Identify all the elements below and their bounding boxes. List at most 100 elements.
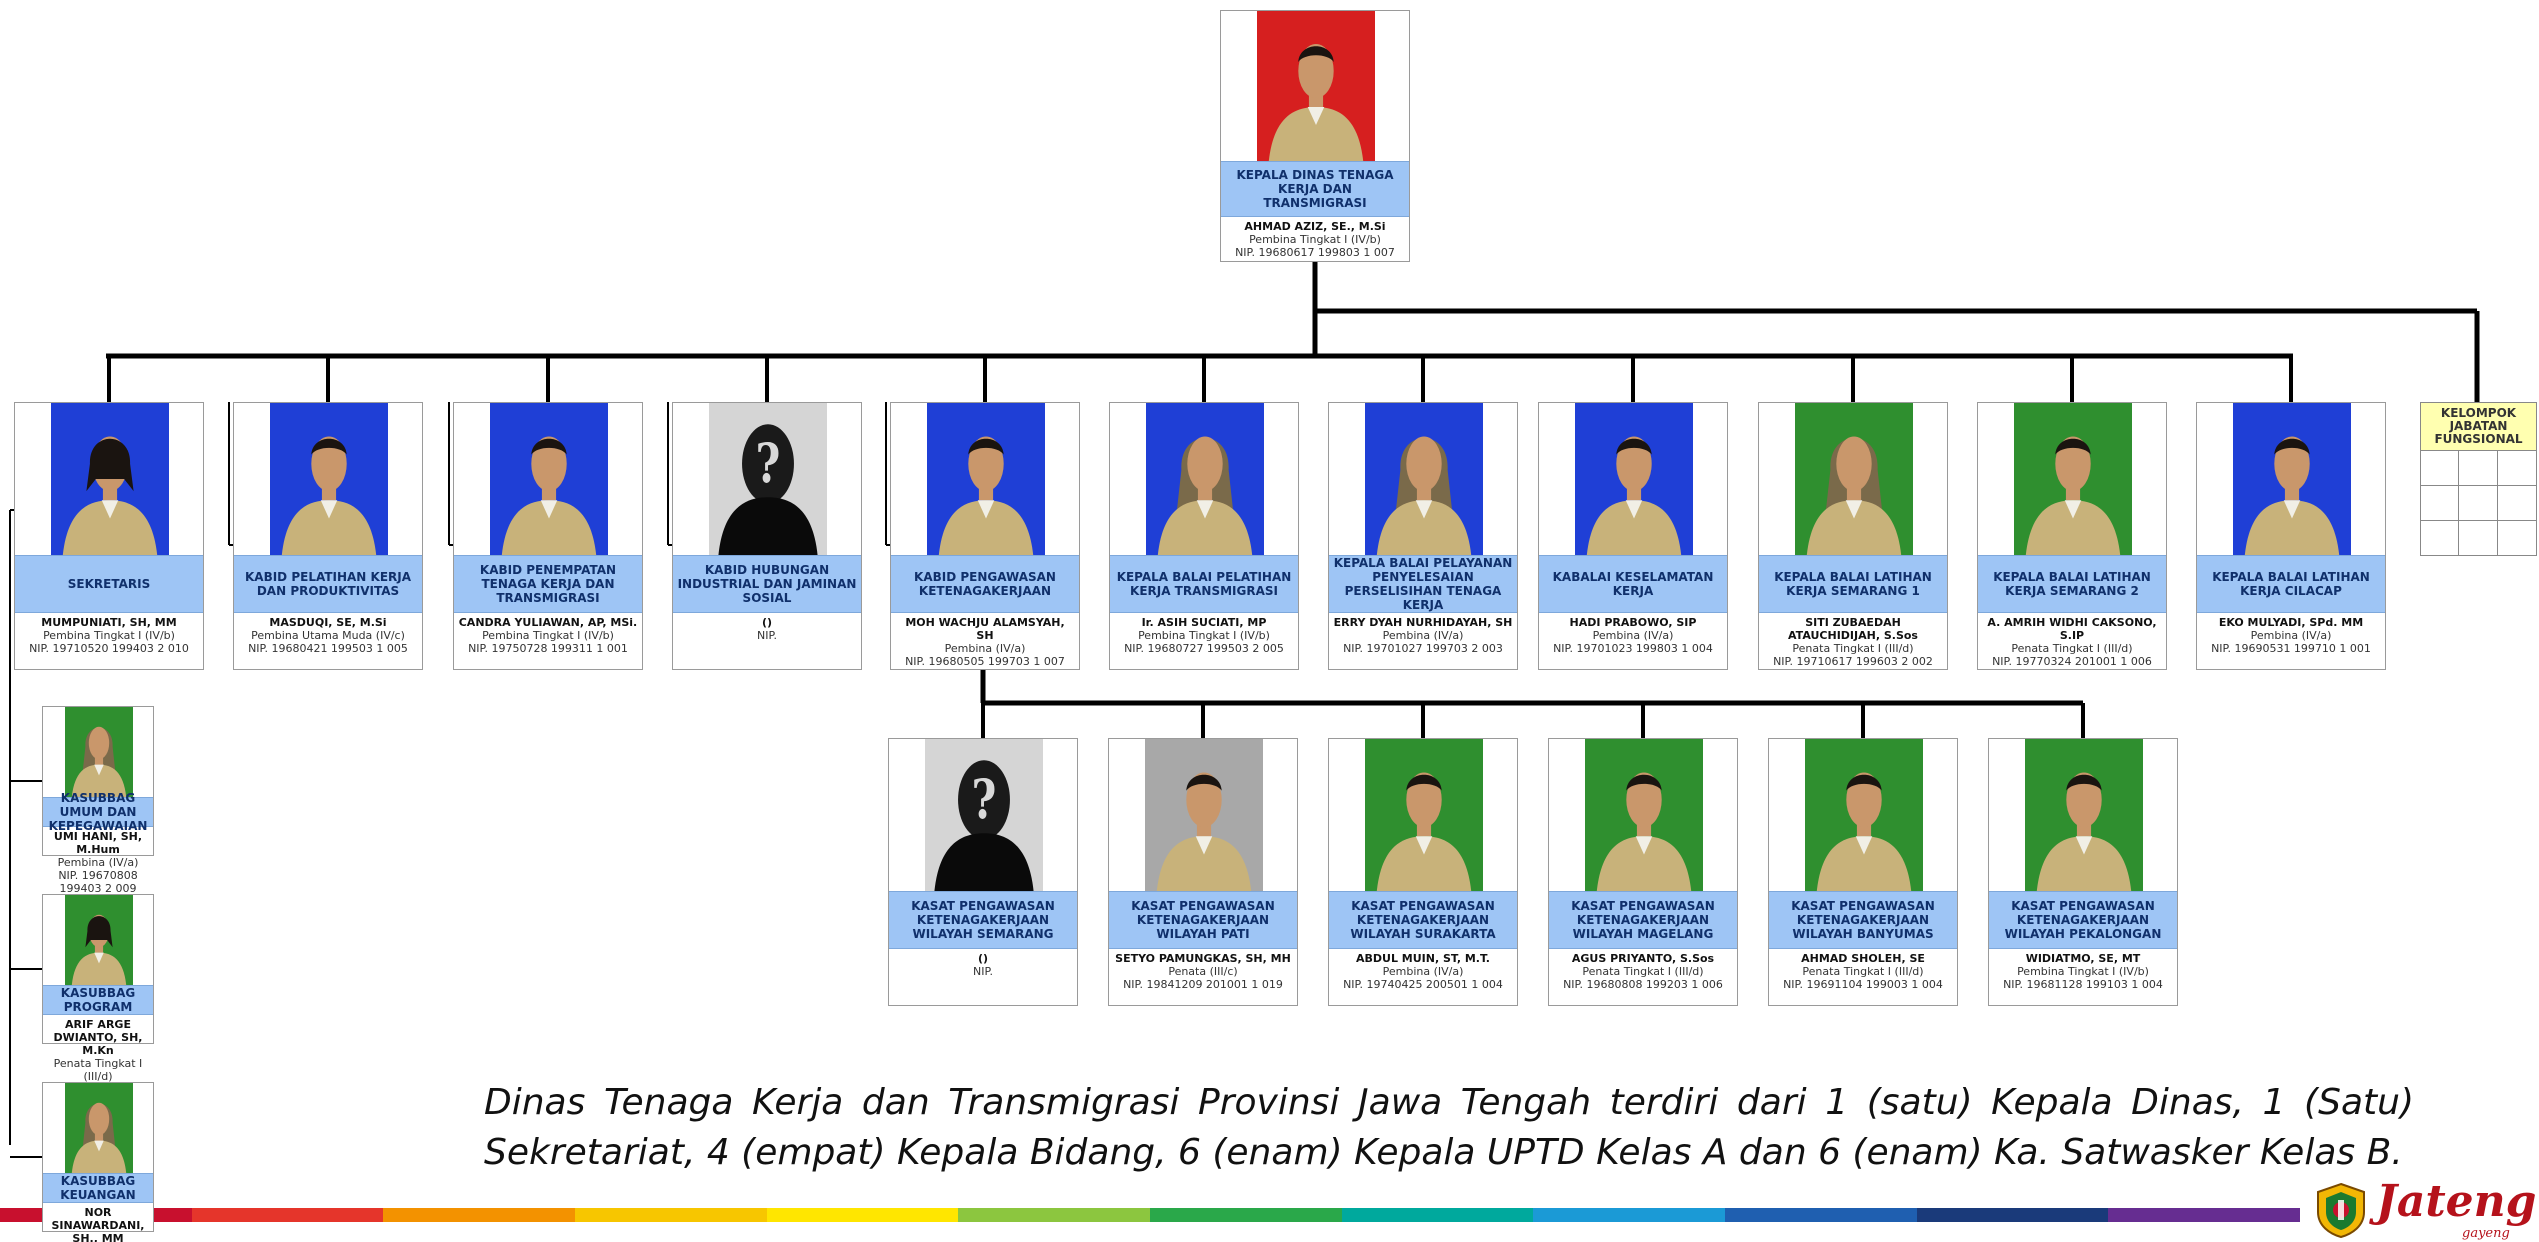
portrait-photo: [65, 895, 133, 985]
stripe-segment: [958, 1208, 1151, 1222]
position-title: KEPALA BALAI PELATIHAN KERJA TRANSMIGRAS…: [1110, 555, 1298, 613]
official-name: SITI ZUBAEDAH ATAUCHIDIJAH, S.Sos: [1788, 616, 1918, 642]
card-row2-3: KASAT PENGAWASAN KETENAGAKERJAAN WILAYAH…: [1328, 738, 1518, 1006]
fungsional-grid: [2421, 451, 2536, 556]
official-name: MOH WACHJU ALAMSYAH, SH: [905, 616, 1065, 642]
official-nip: NIP. 19740425 200501 1 004: [1343, 978, 1503, 991]
card-kepala-dinas: KEPALA DINAS TENAGA KERJA DAN TRANSMIGRA…: [1220, 10, 1410, 262]
position-title: KASUBBAG PROGRAM: [43, 985, 153, 1015]
official-nip: NIP. 19680727 199503 2 005: [1124, 642, 1284, 655]
official-rank: Pembina (IV/a): [1382, 965, 1464, 978]
svg-text:?: ?: [756, 431, 781, 496]
card-row2-5: KASAT PENGAWASAN KETENAGAKERJAAN WILAYAH…: [1768, 738, 1958, 1006]
card-row1-5: KABID PENGAWASAN KETENAGAKERJAAN MOH WACH…: [890, 402, 1080, 670]
stripe-segment: [191, 1208, 384, 1222]
position-title: KASAT PENGAWASAN KETENAGAKERJAAN WILAYAH…: [889, 891, 1077, 949]
card-row2-2: KASAT PENGAWASAN KETENAGAKERJAAN WILAYAH…: [1108, 738, 1298, 1006]
fungsional-box: KELOMPOK JABATAN FUNGSIONAL: [2420, 402, 2537, 556]
official-rank: Pembina (IV/a): [57, 856, 139, 869]
official-info: ()NIP.: [889, 949, 1077, 1005]
portrait-photo: [1145, 739, 1263, 891]
official-name: AGUS PRIYANTO, S.Sos: [1571, 952, 1715, 965]
position-title: KASUBBAG KEUANGAN: [43, 1173, 153, 1203]
official-nip: NIP. 19841209 201001 1 019: [1123, 978, 1283, 991]
position-title: SEKRETARIS: [15, 555, 203, 613]
official-rank: Pembina Tingkat I (IV/b): [1138, 629, 1270, 642]
official-name: AHMAD AZIZ, SE., M.Si: [1244, 220, 1386, 233]
portrait-photo: [1257, 11, 1375, 161]
official-rank: Pembina (IV/a): [1382, 629, 1464, 642]
official-rank: Pembina Tingkat I (IV/b): [2017, 965, 2149, 978]
official-name: ERRY DYAH NURHIDAYAH, SH: [1333, 616, 1513, 629]
official-name: AHMAD SHOLEH, SE: [1801, 952, 1925, 965]
stripe-segment: [1533, 1208, 1726, 1222]
official-nip: NIP. 19770324 201001 1 006: [1992, 655, 2152, 668]
stripe-segment: [2108, 1208, 2301, 1222]
official-rank: Penata (III/c): [1168, 965, 1238, 978]
position-title: KABID HUBUNGAN INDUSTRIAL DAN JAMINAN SO…: [673, 555, 861, 613]
portrait-photo: [2233, 403, 2351, 555]
official-rank: Penata Tingkat I (III/d): [2011, 642, 2133, 655]
official-name: A. AMRIH WIDHI CAKSONO, S.IP: [1987, 616, 2157, 642]
official-name: ABDUL MUIN, ST, M.T.: [1356, 952, 1490, 965]
portrait-photo: [1146, 403, 1264, 555]
position-title: KASAT PENGAWASAN KETENAGAKERJAAN WILAYAH…: [1549, 891, 1737, 949]
portrait-photo: [270, 403, 388, 555]
official-nip: NIP. 19710520 199403 2 010: [29, 642, 189, 655]
portrait-photo: [2025, 739, 2143, 891]
stripe-segment: [766, 1208, 959, 1222]
official-nip: NIP. 19691104 199003 1 004: [1783, 978, 1943, 991]
portrait-photo: [51, 403, 169, 555]
position-title: KABID PENEMPATAN TENAGA KERJA DAN TRANSM…: [454, 555, 642, 613]
official-name: CANDRA YULIAWAN, AP, MSi.: [458, 616, 638, 629]
portrait-photo: [1365, 403, 1483, 555]
official-info: CANDRA YULIAWAN, AP, MSi.Pembina Tingkat…: [454, 613, 642, 669]
position-title: KEPALA BALAI LATIHAN KERJA SEMARANG 1: [1759, 555, 1947, 613]
official-nip: NIP. 19680421 199503 1 005: [248, 642, 408, 655]
stripe-segment: [575, 1208, 767, 1222]
official-name: SETYO PAMUNGKAS, SH, MH: [1115, 952, 1291, 965]
stripe-segment: [1916, 1208, 2109, 1222]
caption-text: Dinas Tenaga Kerja dan Transmigrasi Prov…: [484, 1082, 2414, 1173]
logo-word: Jateng: [2376, 1176, 2537, 1227]
portrait-photo: [1805, 739, 1923, 891]
official-nip: NIP. 19750728 199311 1 001: [468, 642, 628, 655]
official-nip: NIP. 19680505 199703 1 007: [905, 655, 1065, 668]
stripe-segment: [1150, 1208, 1342, 1222]
card-row2-4: KASAT PENGAWASAN KETENAGAKERJAAN WILAYAH…: [1548, 738, 1738, 1006]
official-nip: NIP. 19710617 199603 2 002: [1773, 655, 1933, 668]
position-title: KABID PENGAWASAN KETENAGAKERJAAN: [891, 555, 1079, 613]
card-row2-6: KASAT PENGAWASAN KETENAGAKERJAAN WILAYAH…: [1988, 738, 2178, 1006]
position-title: KEPALA DINAS TENAGA KERJA DAN TRANSMIGRA…: [1221, 161, 1409, 217]
position-title: KASAT PENGAWASAN KETENAGAKERJAAN WILAYAH…: [1329, 891, 1517, 949]
official-rank: Penata Tingkat I (III/d): [53, 1057, 143, 1083]
card-row1-4: ? KABID HUBUNGAN INDUSTRIAL DAN JAMINAN …: [672, 402, 862, 670]
official-info: ()NIP.: [673, 613, 861, 669]
position-title: KASAT PENGAWASAN KETENAGAKERJAAN WILAYAH…: [1769, 891, 1957, 949]
portrait-photo: [65, 707, 133, 797]
position-title: KASUBBAG UMUM DAN KEPEGAWAIAN: [43, 791, 153, 833]
official-nip: NIP. 19701023 199803 1 004: [1553, 642, 1713, 655]
portrait-photo: ?: [925, 739, 1043, 891]
official-nip: NIP. 19680808 199203 1 006: [1563, 978, 1723, 991]
official-nip: NIP. 19681128 199103 1 004: [2003, 978, 2163, 991]
official-rank: Pembina (IV/a): [944, 642, 1026, 655]
official-rank: Pembina (IV/a): [1592, 629, 1674, 642]
official-rank: Pembina (IV/a): [2250, 629, 2332, 642]
official-nip: NIP. 19690531 199710 1 001: [2211, 642, 2371, 655]
